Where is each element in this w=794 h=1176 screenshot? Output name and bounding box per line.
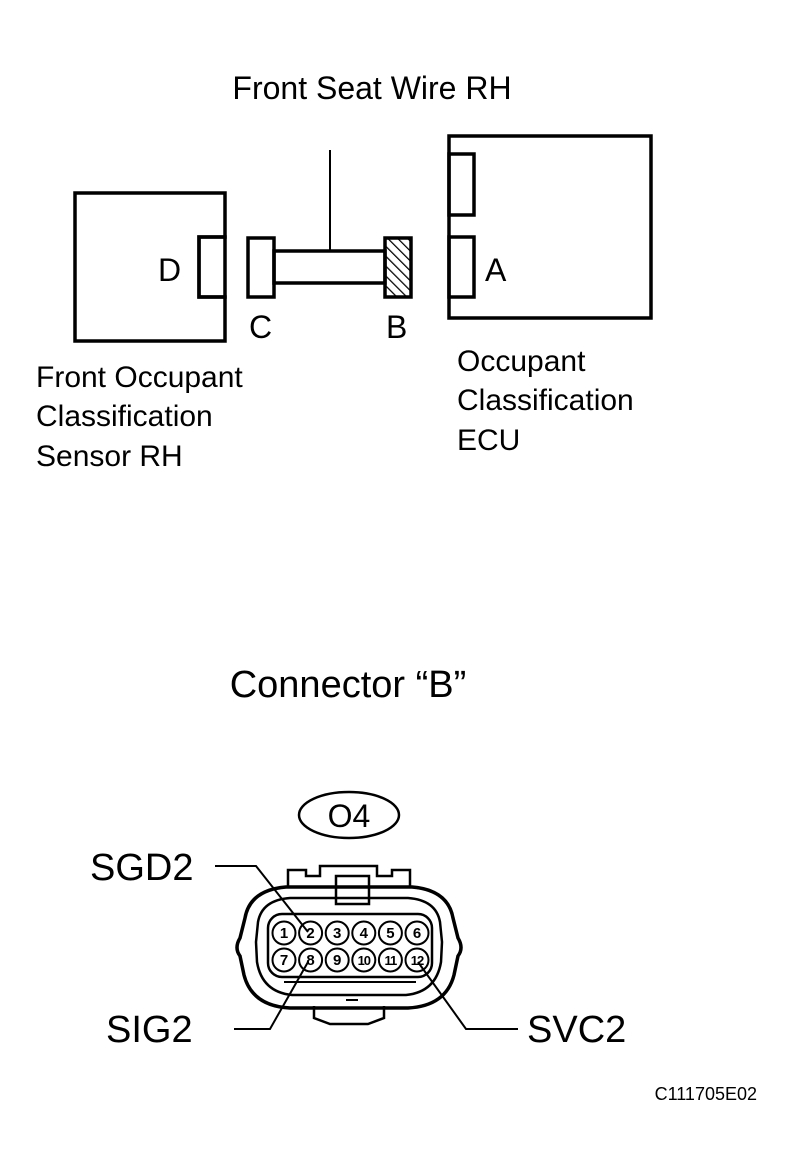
terminal-svc2: SVC2 — [527, 1009, 626, 1051]
sensor-connector-letter: D — [158, 252, 181, 288]
pin-6-label: 6 — [413, 925, 421, 942]
pin-7-label: 7 — [280, 952, 288, 969]
pin-12-circle — [404, 947, 430, 973]
front-seat-wire — [246, 236, 413, 299]
connector-housing — [235, 864, 463, 1026]
pin-11-circle — [377, 947, 403, 973]
ecu-connector-letter: A — [485, 252, 507, 288]
svc2-leader — [417, 961, 518, 1030]
ecu-label-line-1: Occupant — [457, 345, 586, 378]
terminal-sgd2: SGD2 — [90, 847, 193, 889]
pin-12-label: 12 — [411, 953, 424, 968]
pin-10-circle — [351, 947, 377, 973]
pin-1-circle — [271, 920, 297, 946]
sensor-label-line-2: Classification — [36, 400, 213, 433]
pin-9-label: 9 — [333, 952, 341, 969]
connector-b — [383, 236, 413, 299]
figure-code: C111705E02 — [655, 1084, 757, 1104]
terminal-sig2: SIG2 — [106, 1009, 193, 1051]
pin-6-circle — [404, 920, 430, 946]
pin-3-label: 3 — [333, 925, 341, 942]
sensor-label-line-3: Sensor RH — [36, 440, 183, 473]
sig2-leader — [234, 961, 309, 1030]
connector-c-letter: C — [249, 309, 272, 345]
pin-2-label: 2 — [306, 925, 314, 942]
pin-4-label: 4 — [360, 925, 369, 942]
sgd2-leader — [215, 865, 309, 933]
connector-title: Connector “B” — [230, 664, 467, 706]
pin-9-circle — [324, 947, 350, 973]
connector-code: O4 — [328, 798, 371, 834]
pin-7-circle — [271, 947, 297, 973]
ecu-component — [447, 134, 653, 320]
connector-c — [246, 236, 276, 299]
wire-harness — [272, 249, 387, 285]
pin-3-circle — [324, 920, 350, 946]
wire-label: Front Seat Wire RH — [232, 70, 511, 106]
pin-4-circle — [351, 920, 377, 946]
pin-11-label: 11 — [385, 953, 398, 968]
pin-8-label: 8 — [306, 952, 314, 969]
ecu-label-line-3: ECU — [457, 424, 520, 457]
connector-code-oval — [297, 790, 401, 840]
connector-b-letter: B — [386, 309, 407, 345]
pin-1-label: 1 — [280, 925, 288, 942]
pin-5-circle — [377, 920, 403, 946]
sensor-component — [73, 191, 227, 343]
sensor-label-line-1: Front Occupant — [36, 361, 243, 394]
ecu-label-line-2: Classification — [457, 384, 634, 417]
pin-10-label: 10 — [358, 953, 371, 968]
pin-5-label: 5 — [386, 925, 394, 942]
